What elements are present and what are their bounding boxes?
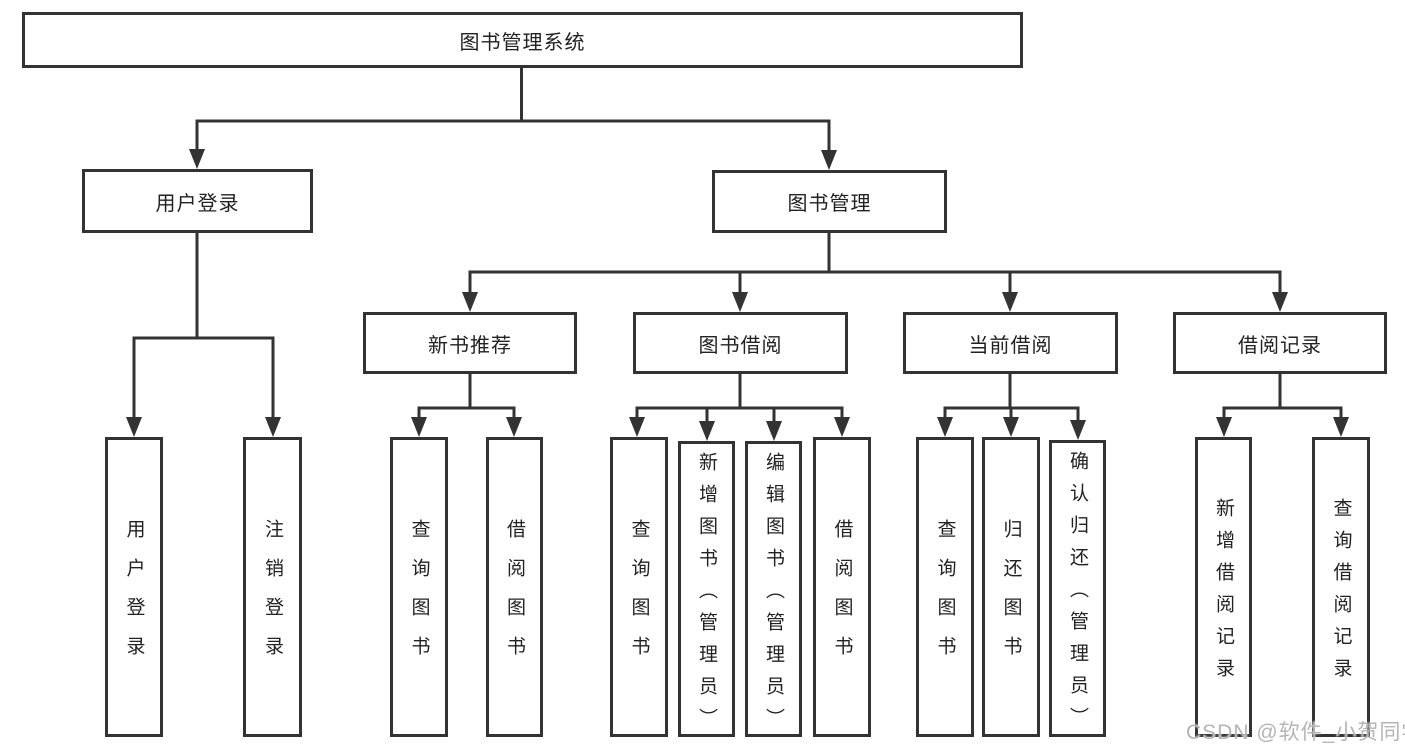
- node-new-book-recommendation: 新书推荐: [363, 312, 577, 374]
- node-label: 借阅记录: [1238, 334, 1322, 357]
- leaf-label: 用户登录: [123, 519, 145, 675]
- leaf-user-login: 用户登录: [105, 437, 163, 737]
- arrowheads: [126, 149, 1349, 441]
- node-label: 新书推荐: [428, 334, 512, 357]
- leaf-label: 查询图书: [628, 519, 650, 675]
- leaf-records-add-record: 新增借阅记录: [1195, 437, 1252, 737]
- leaf-label: 归还图书: [1000, 519, 1022, 675]
- leaf-label: 查询图书: [934, 519, 956, 675]
- leaf-label: 查询借阅记录: [1330, 497, 1352, 690]
- leaf-logout: 注销登录: [243, 437, 302, 737]
- node-book-management: 图书管理: [712, 170, 947, 233]
- node-user-login-branch: 用户登录: [82, 169, 313, 233]
- leaf-current-query-book: 查询图书: [916, 437, 974, 737]
- node-label: 图书管理系统: [459, 31, 586, 54]
- node-label: 用户登录: [155, 192, 240, 215]
- node-label: 图书借阅: [698, 334, 783, 357]
- leaf-label: 确认归还（管理员）: [1067, 451, 1088, 739]
- leaf-label: 借阅图书: [504, 519, 525, 675]
- leaf-borrowing-borrow-book: 借阅图书: [813, 437, 871, 737]
- node-library-system: 图书管理系统: [22, 12, 1023, 68]
- node-current-borrowing: 当前借阅: [903, 312, 1118, 374]
- leaf-recommend-query-book: 查询图书: [390, 437, 448, 737]
- leaf-borrowing-add-book-admin: 新增图书（管理员）: [678, 441, 735, 740]
- node-borrowing-records: 借阅记录: [1173, 312, 1387, 374]
- leaf-borrowing-query-book: 查询图书: [610, 437, 668, 737]
- leaf-records-query-record: 查询借阅记录: [1312, 437, 1370, 737]
- leaf-borrowing-edit-book-admin: 编辑图书（管理员）: [745, 441, 802, 740]
- leaf-recommend-borrow-book: 借阅图书: [486, 437, 543, 737]
- node-book-borrowing: 图书借阅: [633, 312, 848, 374]
- leaf-label: 借阅图书: [831, 519, 853, 675]
- watermark: CSDN @软件_小贺同学: [1186, 721, 1405, 744]
- leaf-label: 新增借阅记录: [1213, 497, 1234, 690]
- node-label: 图书管理: [787, 193, 872, 215]
- leaf-current-return-book: 归还图书: [982, 437, 1040, 737]
- leaf-label: 查询图书: [408, 519, 430, 675]
- leaf-label: 新增图书（管理员）: [696, 451, 717, 740]
- node-label: 当前借阅: [968, 334, 1053, 357]
- leaf-label: 编辑图书（管理员）: [763, 451, 784, 740]
- leaf-current-confirm-return-admin: 确认归还（管理员）: [1049, 440, 1106, 739]
- leaf-label: 注销登录: [262, 519, 283, 675]
